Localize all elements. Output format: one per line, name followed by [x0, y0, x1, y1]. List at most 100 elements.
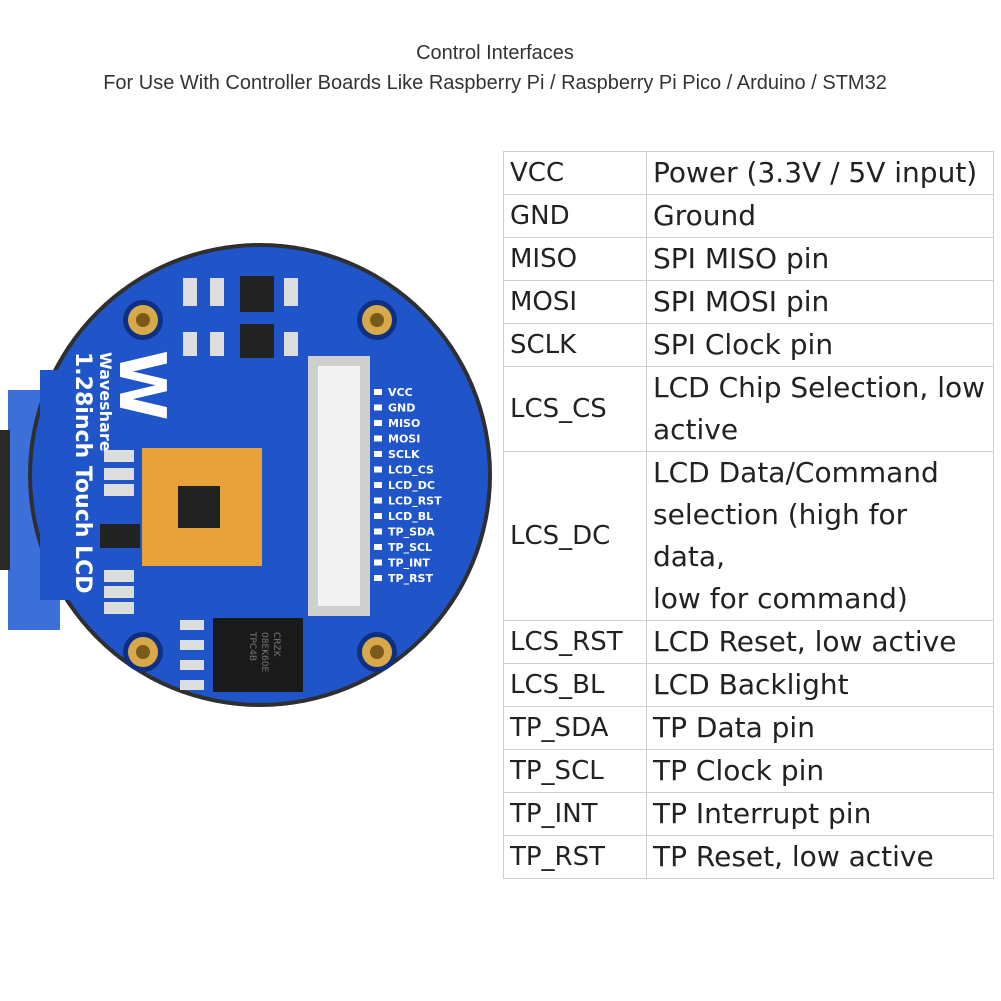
pin-description-line: selection (high for data,: [653, 498, 908, 573]
pin-name: VCC: [503, 151, 647, 195]
pin-description-line: SPI Clock pin: [653, 328, 834, 361]
pin-description: TP Reset, low active: [646, 835, 994, 879]
chip-marking-3: CRZK: [271, 632, 281, 658]
silk-pin-marker: [374, 528, 382, 535]
pin-name: LCS_CS: [503, 366, 647, 452]
pin-description: LCD Reset, low active: [646, 620, 994, 664]
silk-label: TP_RST: [388, 572, 433, 585]
pin-description-line: low for command): [653, 582, 908, 615]
pin-description-line: LCD Chip Selection, low: [653, 371, 986, 404]
pin-description-line: SPI MISO pin: [653, 242, 830, 275]
silk-label: MOSI: [388, 433, 420, 446]
fpc-connector-slot: [318, 366, 360, 606]
display-edge: [0, 430, 10, 570]
silk-pin-marker: [374, 575, 382, 581]
pin-name: TP_SCL: [503, 749, 647, 793]
silk-pin-marker: [374, 482, 382, 488]
silk-label: LCD_BL: [388, 510, 433, 523]
pin-description: LCD Chip Selection, low active: [646, 366, 994, 452]
silk-label: MISO: [388, 417, 420, 430]
page-subtitle: For Use With Controller Boards Like Rasp…: [103, 72, 887, 94]
pin-description-line: active: [653, 413, 739, 446]
pin-description-line: LCD Data/Command: [653, 456, 939, 489]
silk-pin-marker: [374, 513, 382, 519]
chip-marking-1: TPC4B: [247, 631, 257, 661]
pin-description: SPI Clock pin: [646, 323, 994, 367]
pin-name: LCS_BL: [503, 663, 647, 707]
lcd-board-illustration: W Waveshare 1.28inch Touch LCD TPC4B 08E…: [0, 243, 492, 707]
silk-pin-marker: [374, 404, 382, 411]
pin-description: SPI MISO pin: [646, 237, 994, 281]
pin-name: MISO: [503, 237, 647, 281]
pin-description: Ground: [646, 194, 994, 238]
silk-label: LCD_DC: [388, 479, 435, 492]
smd-components-top: [183, 276, 298, 358]
pin-description-line: LCD Backlight: [653, 668, 849, 701]
silk-pin-marker: [374, 389, 382, 395]
silk-label: VCC: [388, 386, 413, 399]
pcb-extension: [40, 370, 100, 600]
pin-description: LCD Data/Command selection (high for data…: [646, 451, 994, 621]
silk-label: TP_SCL: [388, 541, 432, 554]
silk-pin-marker: [374, 559, 382, 566]
silk-label: SCLK: [388, 448, 420, 461]
pin-name: LCS_RST: [503, 620, 647, 664]
pin-name: LCS_DC: [503, 451, 647, 621]
page-title: Control Interfaces: [416, 42, 574, 64]
pin-name: TP_INT: [503, 792, 647, 836]
bottom-passives: [180, 620, 204, 690]
chip-marking-2: 08EK60E: [259, 632, 269, 672]
pin-description: TP Clock pin: [646, 749, 994, 793]
silk-label: LCD_CS: [388, 464, 434, 477]
product-name: 1.28inch Touch LCD: [70, 352, 95, 594]
pin-description: Power (3.3V / 5V input): [646, 151, 994, 195]
silk-pin-marker: [374, 420, 382, 426]
pin-description-line: Ground: [653, 199, 756, 232]
left-ics: [100, 450, 140, 614]
pin-description: TP Data pin: [646, 706, 994, 750]
pin-name: TP_RST: [503, 835, 647, 879]
pin-description-line: LCD Reset, low active: [653, 625, 957, 658]
silk-label: TP_INT: [388, 557, 430, 570]
silk-label: LCD_RST: [388, 495, 442, 508]
mounting-holes: [123, 300, 397, 672]
silk-pin-marker: [374, 544, 382, 550]
pin-description-line: TP Reset, low active: [653, 840, 934, 873]
pin-description-line: Power (3.3V / 5V input): [653, 156, 978, 189]
pin-description-line: TP Data pin: [653, 711, 815, 744]
pin-name: MOSI: [503, 280, 647, 324]
silk-pin-marker: [374, 466, 382, 473]
pin-name: TP_SDA: [503, 706, 647, 750]
silk-label: GND: [388, 402, 415, 415]
pin-description: SPI MOSI pin: [646, 280, 994, 324]
pin-description-line: SPI MOSI pin: [653, 285, 830, 318]
silkscreen-labels: VCC GND MISO MOSI SCLK LCD_CS LCD_DC LCD_RST LCD…: [374, 386, 442, 585]
silk-pin-marker: [374, 435, 382, 442]
level-shifter-chip: [213, 618, 303, 692]
pin-description-line: TP Clock pin: [653, 754, 825, 787]
silk-label: TP_SDA: [388, 526, 435, 539]
pin-name: GND: [503, 194, 647, 238]
brand-name: Waveshare: [96, 352, 115, 452]
pin-name: SCLK: [503, 323, 647, 367]
silk-pin-marker: [374, 451, 382, 457]
brand-logo: W: [104, 350, 178, 421]
pin-description: TP Interrupt pin: [646, 792, 994, 836]
pin-description: LCD Backlight: [646, 663, 994, 707]
touch-controller-chip: [178, 486, 220, 528]
silk-pin-marker: [374, 497, 382, 504]
